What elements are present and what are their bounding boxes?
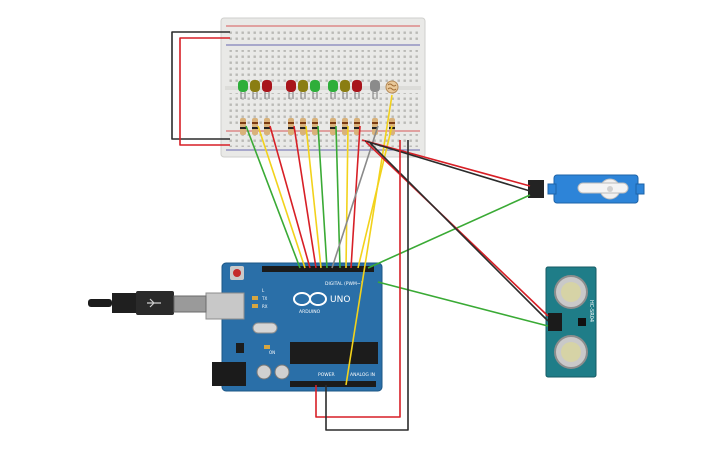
led-olive-1[interactable] xyxy=(250,80,260,99)
wires xyxy=(171,31,549,431)
resistor[interactable] xyxy=(240,118,246,135)
led-red-1[interactable] xyxy=(262,80,272,99)
led-olive-3[interactable] xyxy=(340,80,350,99)
sensor-model-label: HC-SR04 xyxy=(588,300,594,322)
power-jack xyxy=(212,362,246,386)
resistor[interactable] xyxy=(300,118,306,135)
usb-cable-icon[interactable] xyxy=(88,291,207,315)
resistor-row xyxy=(240,118,395,135)
resistor[interactable] xyxy=(252,118,258,135)
servo-icon[interactable] xyxy=(528,174,645,204)
tx-label: TX xyxy=(261,296,267,301)
led-olive-2[interactable] xyxy=(298,80,308,99)
resistor[interactable] xyxy=(312,118,318,135)
resistor[interactable] xyxy=(330,118,336,135)
resistor[interactable] xyxy=(354,118,360,135)
resistor[interactable] xyxy=(342,118,348,135)
arduino-logo xyxy=(293,292,327,306)
reset-button[interactable] xyxy=(230,266,244,280)
usb-port xyxy=(205,292,245,320)
on-led-label: ON xyxy=(269,350,275,355)
led-green-3[interactable] xyxy=(328,80,338,99)
led-green-1[interactable] xyxy=(238,80,248,99)
rx-label: RX xyxy=(262,304,268,309)
resistor[interactable] xyxy=(264,118,270,135)
arduino-brand-label: ARDUINO xyxy=(299,309,321,315)
digital-header-label: DIGITAL (PWM~) xyxy=(325,281,363,287)
arduino-uno-board[interactable]: UNO ARDUINO DIGITAL (PWM~) ANALOG IN POW… xyxy=(205,262,383,392)
l-led-label: L xyxy=(262,288,265,293)
led-green-2[interactable] xyxy=(310,80,320,99)
led-red-2[interactable] xyxy=(286,80,296,99)
arduino-model-label: UNO xyxy=(330,295,350,305)
led-row xyxy=(238,80,399,99)
power-header-label: POWER xyxy=(318,372,335,378)
ldr-icon[interactable] xyxy=(385,80,399,94)
led-gray[interactable] xyxy=(370,80,380,99)
ultrasonic-sensor[interactable]: HC-SR04 xyxy=(545,266,597,378)
resistor[interactable] xyxy=(288,118,294,135)
analog-header-label: ANALOG IN xyxy=(350,372,375,378)
atmega-chip xyxy=(290,342,378,364)
led-red-3[interactable] xyxy=(352,80,362,99)
